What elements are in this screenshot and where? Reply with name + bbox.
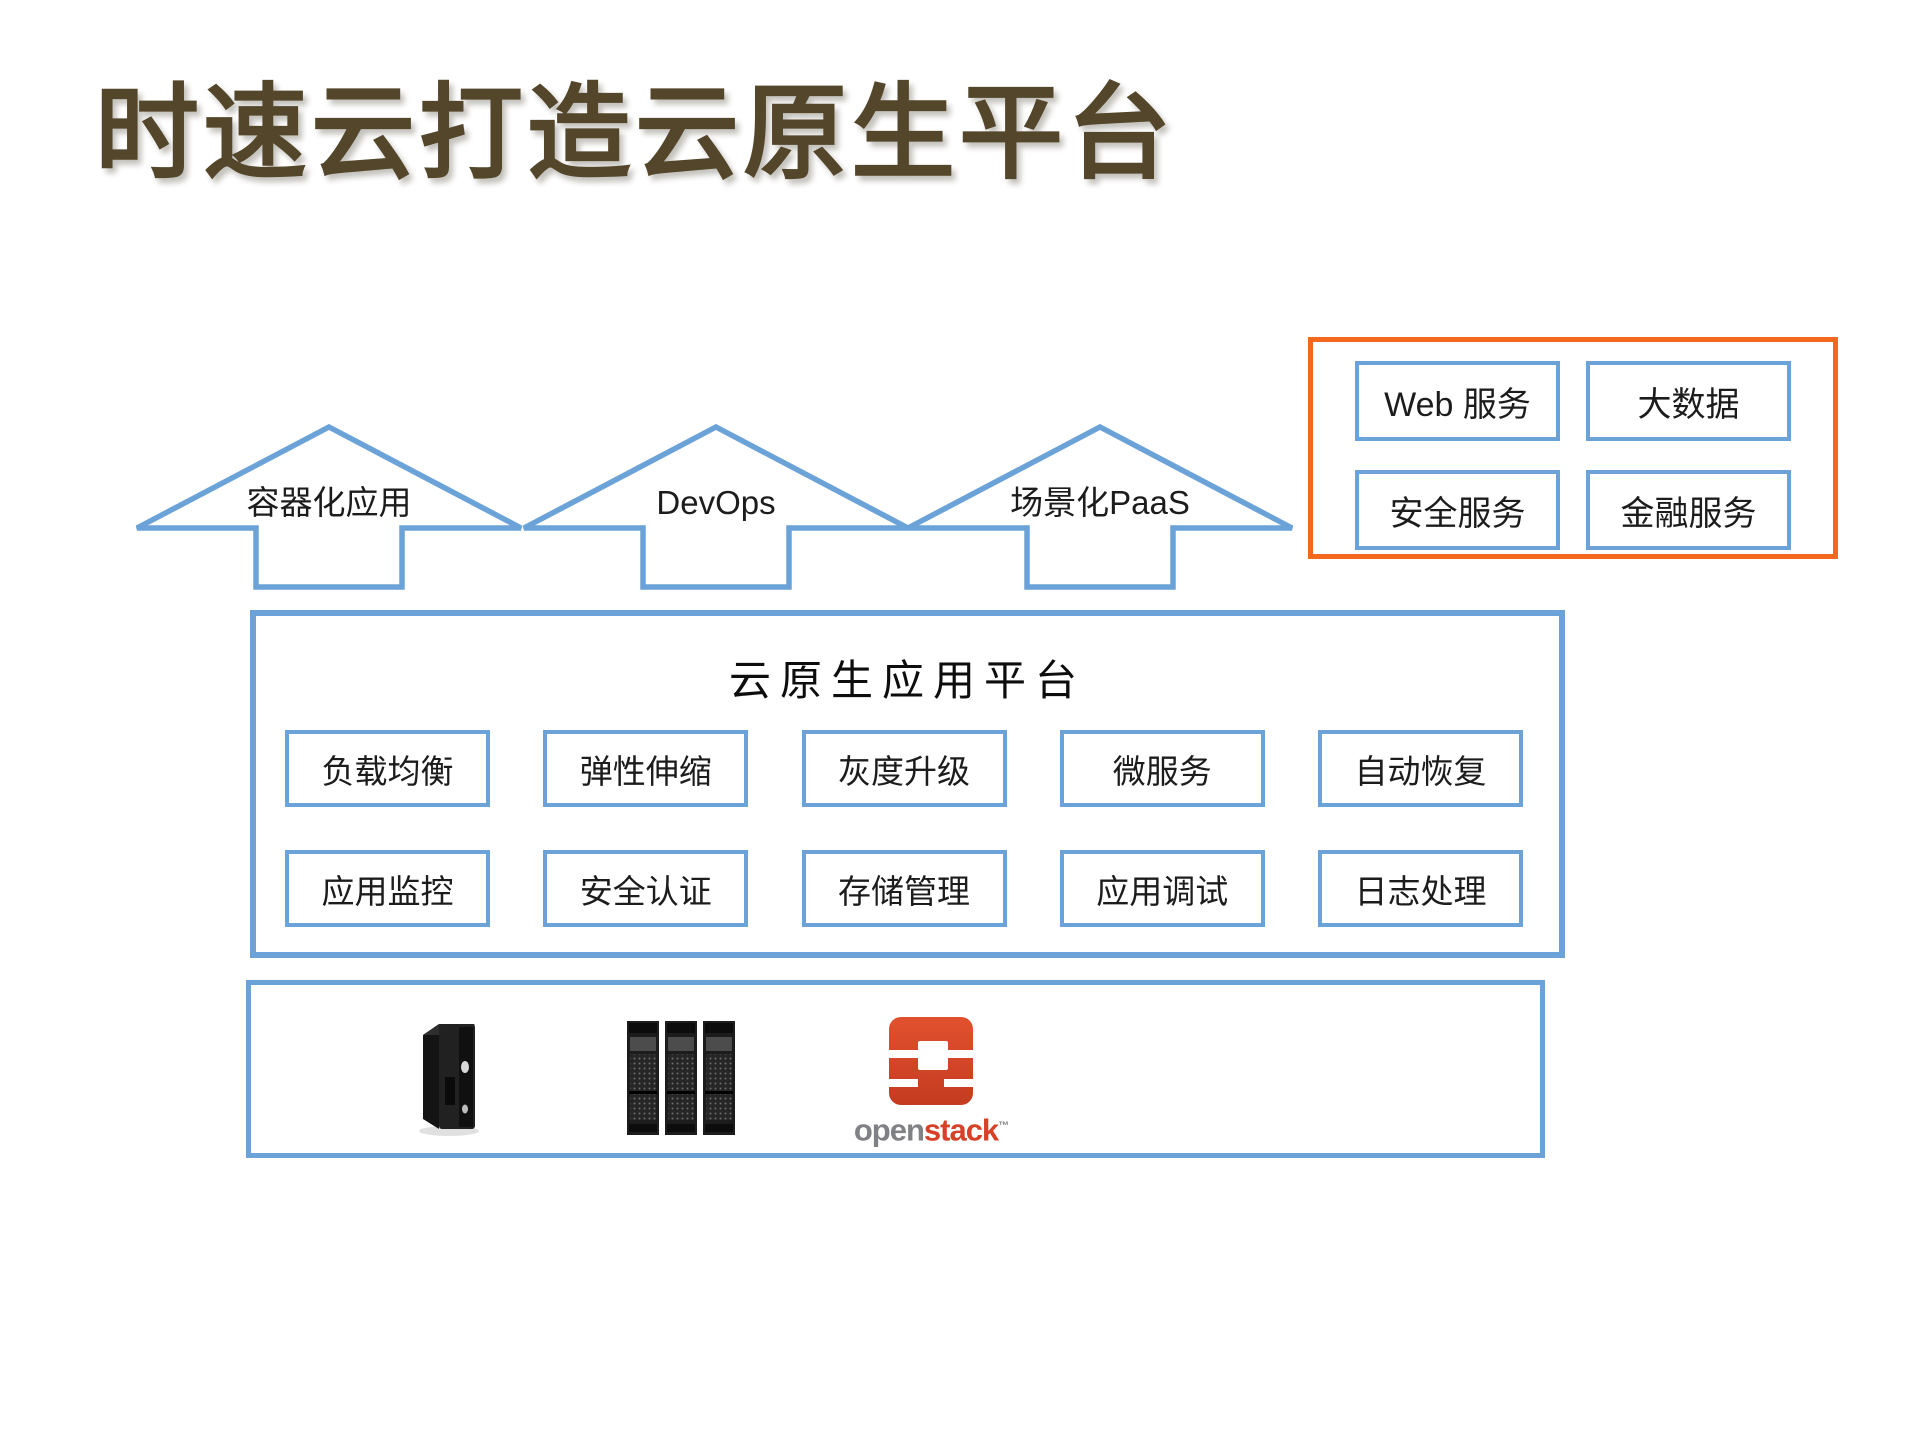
page-title: 时速云打造云原生平台	[95, 76, 1176, 192]
platform-row-2: 应用监控 安全认证 存储管理 应用调试 日志处理	[285, 850, 1523, 927]
trademark-symbol: ™	[998, 1120, 1009, 1132]
platform-box: 云原生应用平台 负载均衡 弹性伸缩 灰度升级 微服务 自动恢复 应用监控	[250, 610, 1565, 958]
capability-box-load-balancing: 负载均衡	[285, 730, 490, 807]
up-arrow-icon	[522, 424, 910, 590]
rack-servers-icon	[627, 1021, 735, 1135]
openstack-wordmark: openstack™	[853, 1110, 1009, 1148]
openstack-word-open: open	[853, 1112, 925, 1148]
capability-box-gray-release: 灰度升级	[801, 730, 1007, 807]
capability-label: 应用监控	[321, 872, 454, 910]
platform-row-1: 负载均衡 弹性伸缩 灰度升级 微服务 自动恢复	[285, 730, 1523, 807]
service-label: 安全服务	[1389, 494, 1526, 533]
capability-box-storage-mgmt: 存储管理	[801, 850, 1007, 927]
service-label: Web 服务	[1384, 385, 1531, 424]
services-panel: Web 服务 大数据 安全服务 金融服务	[1308, 337, 1838, 559]
platform-title: 云原生应用平台	[728, 657, 1086, 704]
openstack-logo: openstack™	[854, 1015, 1009, 1146]
capability-box-microservices: 微服务	[1059, 730, 1265, 807]
service-box-security: 安全服务	[1355, 470, 1560, 550]
service-box-finance: 金融服务	[1586, 470, 1791, 550]
arrow-label: 容器化应用	[246, 484, 412, 521]
up-arrow-icon	[135, 424, 523, 590]
arrow-label: 场景化PaaS	[1010, 484, 1190, 521]
arrow-devops: DevOps	[521, 424, 911, 590]
arrow-scenario-paas: 场景化PaaS	[905, 424, 1295, 590]
capability-label: 弹性伸缩	[579, 752, 712, 790]
service-label: 大数据	[1637, 385, 1740, 424]
capability-box-app-monitoring: 应用监控	[285, 850, 490, 927]
service-label: 金融服务	[1620, 494, 1757, 533]
service-box-web: Web 服务	[1355, 361, 1560, 441]
capability-box-auto-scaling: 弹性伸缩	[543, 730, 749, 807]
tower-server-icon	[419, 1024, 479, 1136]
infrastructure-box: openstack™	[246, 980, 1545, 1158]
capability-label: 存储管理	[838, 872, 970, 910]
capability-label: 灰度升级	[838, 752, 970, 790]
capability-label: 自动恢复	[1354, 752, 1487, 790]
capability-label: 安全认证	[579, 872, 712, 910]
arrow-label: DevOps	[656, 484, 776, 521]
capability-label: 微服务	[1112, 752, 1212, 790]
arrow-containerized-apps: 容器化应用	[134, 424, 524, 590]
openstack-ring-icon	[887, 1017, 975, 1105]
capability-label: 日志处理	[1354, 872, 1487, 910]
capability-box-security-auth: 安全认证	[543, 850, 749, 927]
up-arrow-icon	[906, 424, 1294, 590]
capability-label: 应用调试	[1096, 872, 1229, 910]
capability-box-app-debugging: 应用调试	[1059, 850, 1265, 927]
capability-box-log-processing: 日志处理	[1318, 850, 1523, 927]
capability-label: 负载均衡	[321, 752, 454, 790]
openstack-word-stack: stack	[923, 1112, 999, 1148]
service-box-bigdata: 大数据	[1586, 361, 1791, 441]
capability-box-auto-recovery: 自动恢复	[1318, 730, 1523, 807]
